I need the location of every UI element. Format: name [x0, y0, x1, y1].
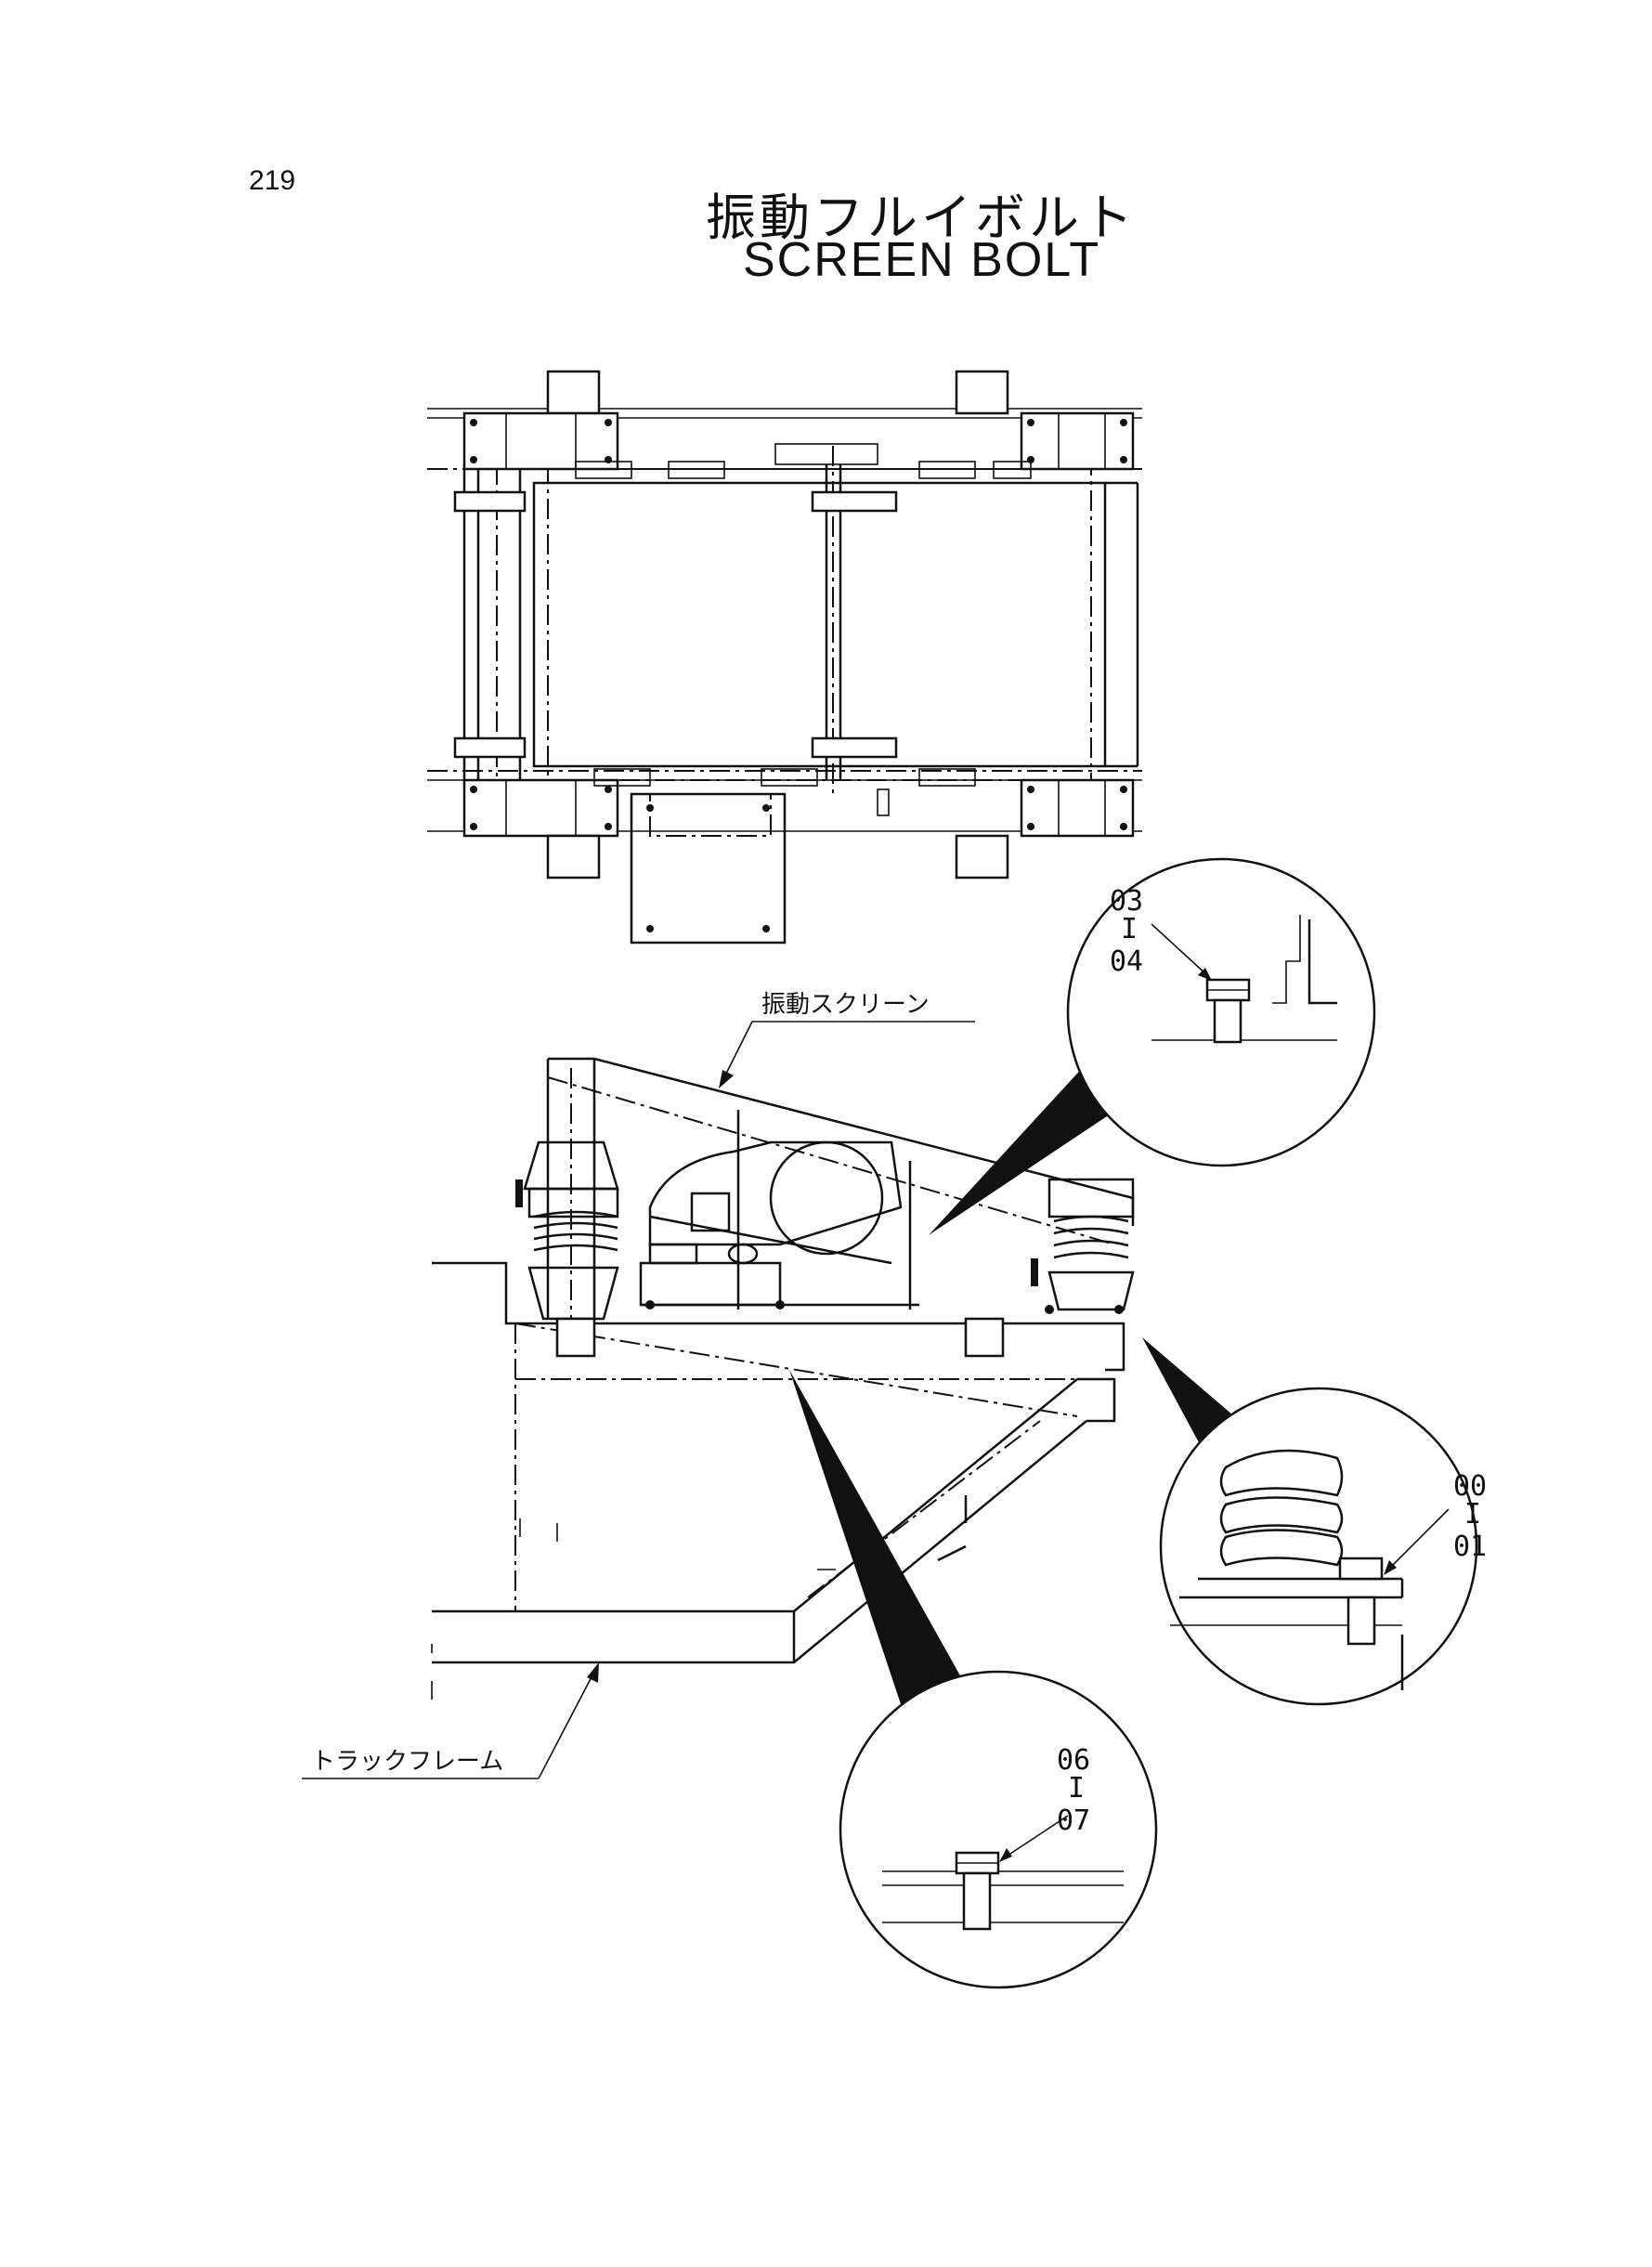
callout-top-to: 04: [1110, 945, 1143, 978]
callout-pointer-top: [929, 1063, 1124, 1235]
callout-bottom-to: 07: [1057, 1804, 1090, 1837]
callout-top-sep: I: [1121, 913, 1138, 945]
callout-right-sep: I: [1464, 1498, 1481, 1531]
vibrating-screen-label: 振動スクリーン: [719, 991, 975, 1088]
callout-top-from: 03: [1110, 885, 1143, 918]
callout-right-from: 00: [1453, 1470, 1487, 1503]
track-frame-label: トラックフレーム: [302, 1662, 599, 1779]
page-title-japanese: 振動フルイボルト: [706, 189, 1137, 247]
callout-pointer-bottom: [789, 1370, 966, 1718]
page-title-english: SCREEN BOLT: [743, 233, 1101, 287]
callout-bottom-from: 06: [1057, 1744, 1090, 1777]
side-view: [431, 1057, 1135, 1700]
callout-bottom-sep: I: [1068, 1772, 1085, 1804]
plan-view: [427, 370, 1142, 945]
svg-text:トラックフレーム: トラックフレーム: [311, 1748, 503, 1776]
detail-circle-top: 03 I 04: [1066, 857, 1376, 1167]
detail-circle-bottom: 06 I 07: [839, 1670, 1158, 1989]
callout-right-to: 01: [1453, 1531, 1487, 1563]
detail-circle-right: 00 I 01: [1159, 1387, 1487, 1706]
svg-text:振動スクリーン: 振動スクリーン: [761, 991, 930, 1019]
page-number: 219: [249, 165, 296, 196]
